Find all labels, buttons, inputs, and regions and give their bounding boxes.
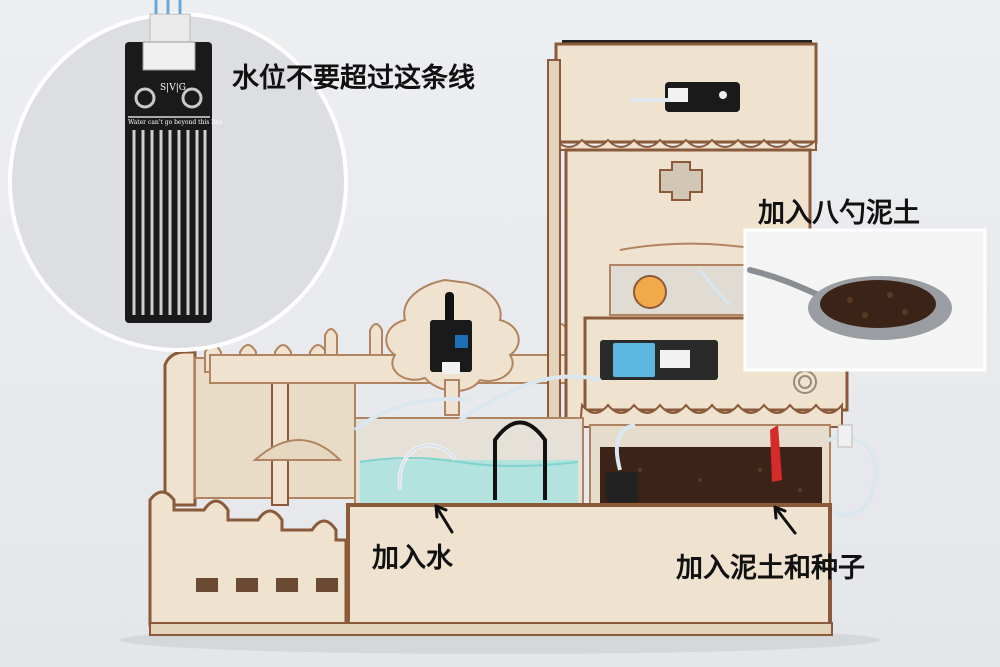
water-fill [360,460,578,505]
label-water-line: 水位不要超过这条线 [232,63,475,94]
soil-probe [770,425,782,482]
lamp-icon [633,275,667,309]
arrow-add-soil [773,505,797,535]
front-panel [149,503,833,636]
label-add-water: 加入水 [372,543,453,574]
left-fence [148,344,356,627]
label-add-soil-seeds: 加入泥土和种子 [676,553,865,584]
tree-sensor-module [430,292,472,374]
dht-sensor [613,343,655,377]
inset-water-sensor [8,0,348,352]
label-soil-amount: 加入八勺泥土 [758,198,920,229]
sensor-line-text: Water can't go beyond this line [128,119,223,126]
water-tank [353,374,601,511]
house-window [659,161,703,201]
arrow-add-water [434,504,454,534]
inset-spoon [743,228,987,372]
soil-bed [589,423,878,517]
sensor-pin-label: S|V|G [160,83,186,93]
